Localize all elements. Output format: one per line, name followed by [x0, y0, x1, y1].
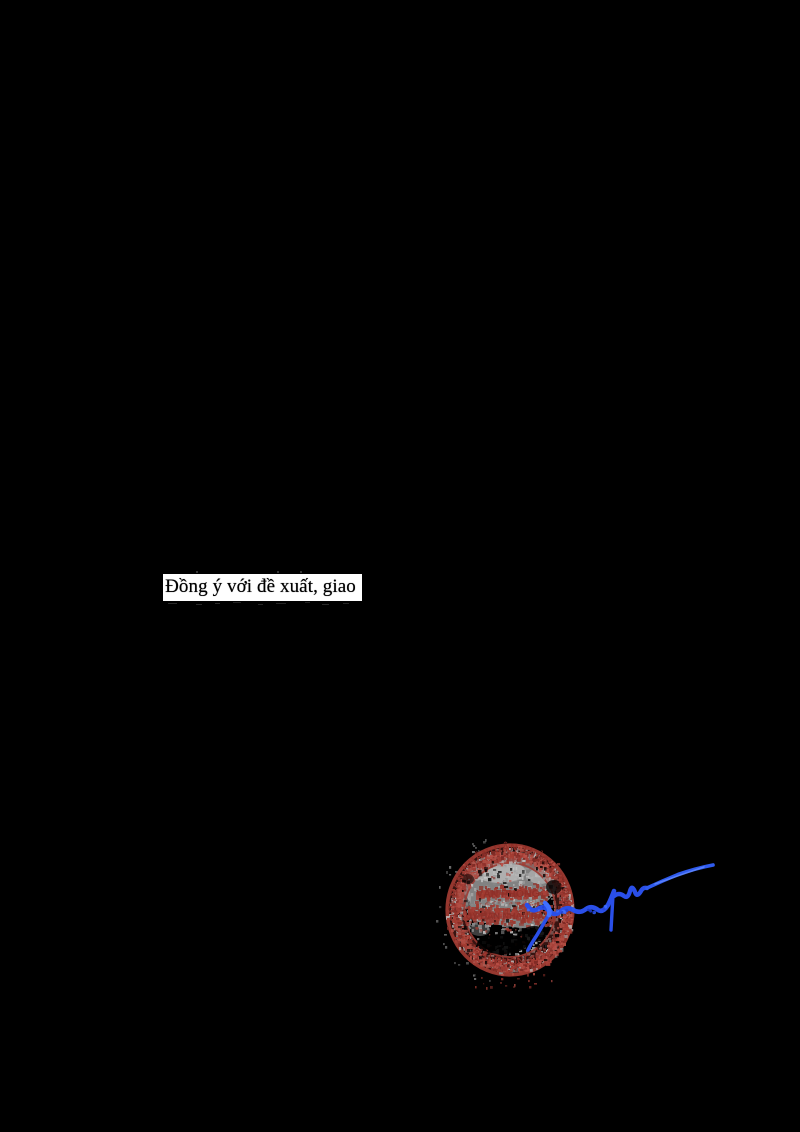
svg-text:VĂN PHÒNG: VĂN PHÒNG: [476, 887, 540, 900]
svg-text:UỲ BAN NHÂN DÂN: UỲ BAN NHÂN DÂN: [466, 910, 551, 921]
svg-text:UỲ·BAN·NHÂN·DÂN·THÀNH·PHỐ·HẢI·: UỲ·BAN·NHÂN·DÂN·THÀNH·PHỐ·HẢI·PH: [0, 0, 574, 917]
